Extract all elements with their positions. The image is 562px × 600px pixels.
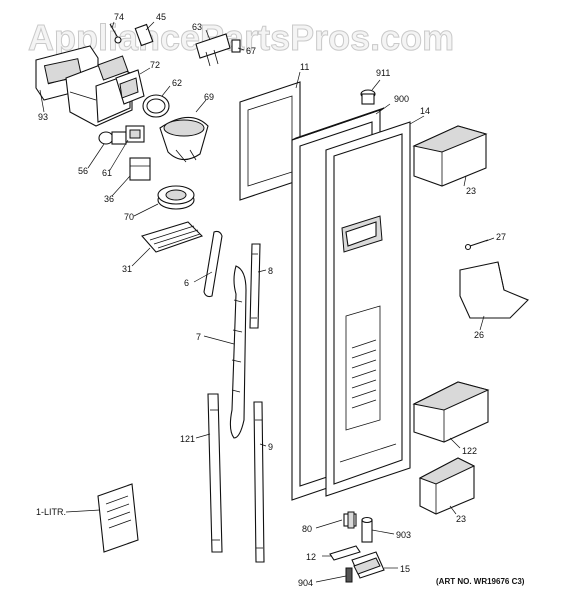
part-69-funnel xyxy=(159,116,209,163)
part-121-handle-strip xyxy=(207,393,223,553)
callout-36: 36 xyxy=(104,194,114,204)
part-62-ring xyxy=(142,94,170,118)
callout-56: 56 xyxy=(78,166,88,176)
part-72-actuator xyxy=(115,69,145,105)
callout-74: 74 xyxy=(114,12,124,22)
callout-12: 12 xyxy=(306,552,316,562)
callout-72: 72 xyxy=(150,60,160,70)
callout-70: 70 xyxy=(124,212,134,222)
part-904-screw xyxy=(345,567,353,583)
callout-93: 93 xyxy=(38,112,48,122)
part-61-socket xyxy=(125,125,145,143)
part-27-screw xyxy=(464,239,489,251)
door-bin-23-lower xyxy=(418,457,476,515)
door-liner-14 xyxy=(325,121,411,497)
manual-1-litr xyxy=(97,483,139,553)
callout-26: 26 xyxy=(474,330,484,340)
part-6-strip xyxy=(203,230,223,298)
callout-911: 911 xyxy=(376,68,390,78)
part-31-grille xyxy=(141,221,204,253)
leader-lines xyxy=(39,21,495,583)
callout-31: 31 xyxy=(122,264,132,274)
callout-7: 7 xyxy=(196,332,201,342)
callout-8: 8 xyxy=(268,266,273,276)
part-63-bracket xyxy=(195,33,231,67)
inner-panel-11 xyxy=(239,81,301,201)
callout-23-lower: 23 xyxy=(456,514,466,524)
art-number: (ART NO. WR19676 C3) xyxy=(436,577,525,586)
callout-27: 27 xyxy=(496,232,506,242)
callout-900: 900 xyxy=(394,94,409,104)
watermark-text: AppliancePartsPros.com xyxy=(28,17,454,58)
callout-14: 14 xyxy=(420,106,430,116)
part-26-chute xyxy=(459,261,529,319)
part-45-switch xyxy=(134,23,154,47)
part-80-nut xyxy=(343,511,357,529)
part-7-handle xyxy=(229,265,247,439)
callout-45: 45 xyxy=(156,12,166,22)
callout-61: 61 xyxy=(102,168,112,178)
part-903-tube xyxy=(361,516,373,543)
part-12-bracket xyxy=(329,545,361,561)
door-bin-122 xyxy=(412,381,490,443)
part-70-ring xyxy=(157,185,195,210)
callout-11: 11 xyxy=(300,62,309,72)
part-36-switch xyxy=(129,157,151,181)
callout-121: 121 xyxy=(180,434,195,444)
part-9-trim xyxy=(253,401,265,563)
callout-69: 69 xyxy=(204,92,214,102)
callout-1-litr: 1-LITR. xyxy=(36,507,66,517)
callout-67: 67 xyxy=(246,46,256,56)
callout-6: 6 xyxy=(184,278,189,288)
part-67-screw xyxy=(231,39,241,53)
callout-63: 63 xyxy=(192,22,202,32)
callout-23-upper: 23 xyxy=(466,186,476,196)
callout-80: 80 xyxy=(302,524,312,534)
callout-62: 62 xyxy=(172,78,182,88)
part-56-light xyxy=(98,131,127,145)
door-bin-23-upper xyxy=(412,125,488,187)
callout-122: 122 xyxy=(462,446,477,456)
callout-903: 903 xyxy=(396,530,411,540)
part-911-plug xyxy=(360,89,376,105)
callout-904: 904 xyxy=(298,578,313,588)
callout-9: 9 xyxy=(268,442,273,452)
part-15-housing xyxy=(351,551,385,579)
part-8-trim xyxy=(249,243,261,329)
part-74-clip xyxy=(109,23,122,44)
callout-15: 15 xyxy=(400,564,410,574)
